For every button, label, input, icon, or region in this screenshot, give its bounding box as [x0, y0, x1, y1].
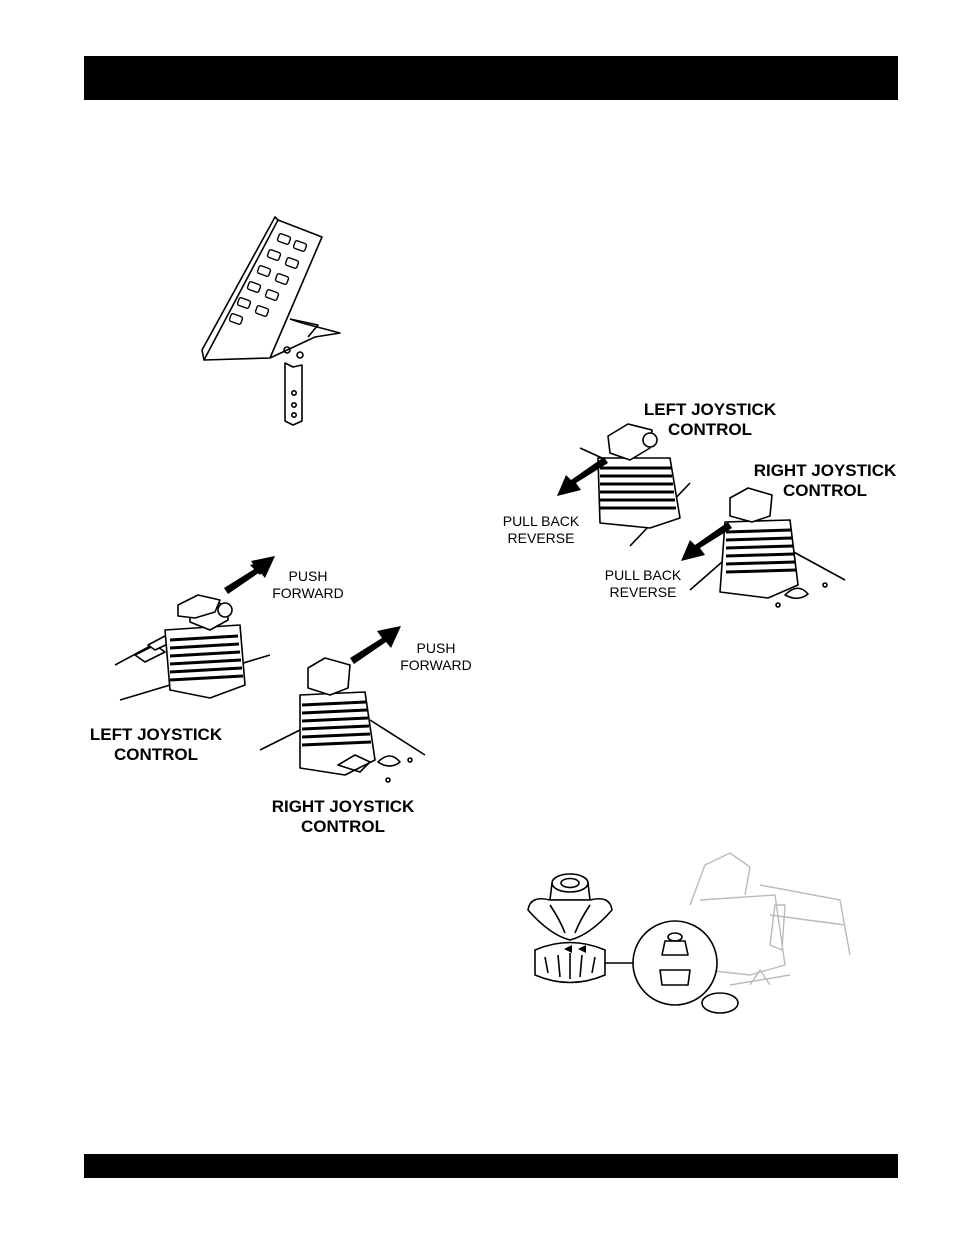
- right-joystick-control-label: RIGHT JOYSTICK CONTROL: [740, 461, 910, 502]
- push-forward-label: PUSH FORWARD: [260, 568, 356, 602]
- joystick-knob-detail-illustration: [520, 845, 855, 1025]
- footer-bar: [84, 1154, 898, 1178]
- pull-back-reverse-label: PULL BACK REVERSE: [592, 567, 694, 601]
- header-bar: [84, 56, 898, 100]
- pull-back-arrow: [552, 455, 612, 500]
- left-joystick-control-label: LEFT JOYSTICK CONTROL: [76, 725, 236, 766]
- pull-back-reverse-label: PULL BACK REVERSE: [490, 513, 592, 547]
- left-joystick-control-label: LEFT JOYSTICK CONTROL: [630, 400, 790, 441]
- foot-pedal-illustration: [190, 215, 340, 430]
- pull-back-arrow: [676, 520, 736, 565]
- right-joystick-control-label: RIGHT JOYSTICK CONTROL: [258, 797, 428, 838]
- push-forward-label: PUSH FORWARD: [390, 640, 482, 674]
